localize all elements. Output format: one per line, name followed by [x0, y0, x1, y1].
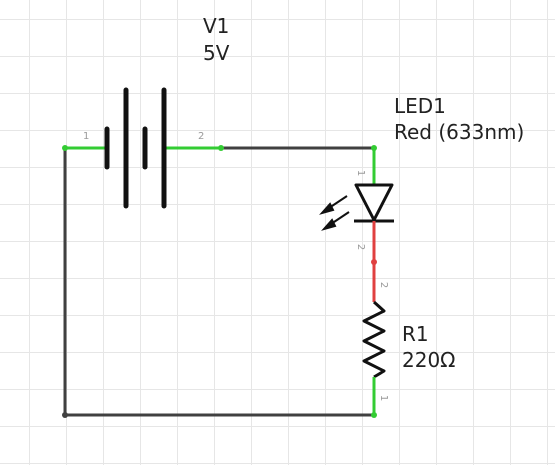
- led-triangle: [354, 183, 394, 222]
- resistor-name-label: R1: [402, 322, 429, 346]
- resistor-zigzag: [362, 300, 386, 379]
- led-led1[interactable]: [319, 145, 394, 262]
- led-value-label: Red (633nm): [394, 120, 525, 144]
- net-node[interactable]: [371, 259, 377, 265]
- battery-name-label: V1: [203, 14, 230, 38]
- resistor-pin-2-label: 2: [378, 281, 390, 289]
- wire-junction-dot: [62, 412, 68, 418]
- battery-value-label: 5V: [203, 41, 230, 65]
- resistor-pin-1-label: 1: [378, 394, 390, 402]
- battery-v1[interactable]: [62, 87, 224, 209]
- led-pin-1-end[interactable]: [371, 145, 377, 151]
- battery-pin-2-end[interactable]: [218, 145, 224, 151]
- led-name-label: LED1: [394, 94, 446, 118]
- light-emission-arrows: [319, 195, 350, 231]
- led-pin-1-label: 1: [355, 169, 367, 177]
- wire-left-bottom[interactable]: [63, 148, 374, 417]
- battery-pin-1-end[interactable]: [62, 145, 68, 151]
- led-pin-2-label: 2: [355, 243, 367, 251]
- battery-pin-2-label: 2: [198, 131, 205, 142]
- battery-pin-1-label: 1: [83, 131, 90, 142]
- resistor-pin-1-end[interactable]: [371, 412, 377, 418]
- resistor-r1[interactable]: [362, 300, 386, 418]
- resistor-value-label: 220Ω: [402, 348, 456, 372]
